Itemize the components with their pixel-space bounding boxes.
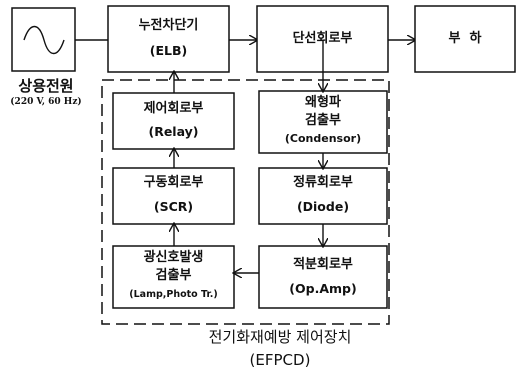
- relay-label-english: (Relay): [148, 124, 199, 139]
- elb-block: [107, 5, 230, 73]
- efpcd-dashed-boundary: [101, 79, 390, 325]
- condenser-label-line1: 왜형파: [305, 95, 341, 110]
- photo-label-line2: 검출부: [155, 268, 192, 283]
- condenser-label-line2: 검출부: [305, 113, 341, 128]
- photo-label-english: (Lamp,Photo Tr.): [129, 289, 218, 300]
- load-label: 부 하: [448, 31, 482, 46]
- scr-label-korean: 구동회로부: [143, 175, 204, 190]
- elb-label-english: (ELB): [149, 43, 188, 58]
- source-spec-label: (220 V, 60 Hz): [10, 97, 82, 107]
- condenser-label-english: (Condensor): [284, 132, 362, 145]
- diode-label-korean: 정류회로부: [293, 175, 353, 190]
- load-block: [414, 5, 516, 73]
- scr-label-english: (SCR): [153, 199, 194, 214]
- opamp-block: [258, 245, 388, 309]
- diode-block: [258, 167, 388, 225]
- photo-label-line1: 광신호발생: [143, 250, 204, 265]
- source-name-label: 상용전원: [18, 77, 74, 95]
- device-name-caption: 전기화재예방 제어장치: [208, 328, 352, 346]
- elb-label-korean: 누전차단기: [138, 18, 199, 33]
- device-abbr-caption: (EFPCD): [249, 351, 311, 369]
- photo-block: [112, 245, 235, 309]
- disconnect-label: 단선회로부: [292, 31, 353, 46]
- opamp-label-korean: 적분회로부: [293, 257, 353, 272]
- diode-label-english: (Diode): [296, 199, 350, 214]
- relay-label-korean: 제어회로부: [143, 101, 204, 116]
- ac-source-symbol: [11, 7, 76, 72]
- opamp-label-english: (Op.Amp): [289, 281, 357, 296]
